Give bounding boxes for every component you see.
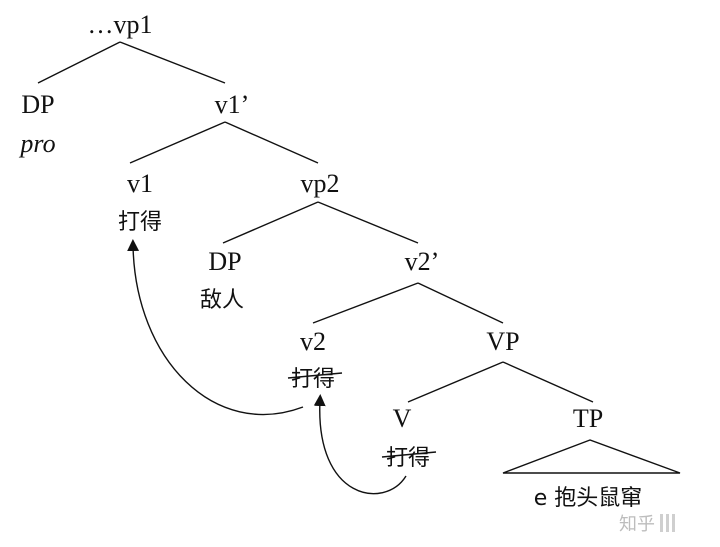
node-v2: v2 — [300, 327, 326, 356]
node-V: V — [393, 404, 412, 433]
node-v1: v1 — [127, 169, 153, 198]
node-pro: pro — [18, 129, 55, 158]
edge-vp2-dp — [222, 201, 319, 244]
edge-vp2-v2bar — [317, 201, 419, 244]
watermark-text: 知乎 — [619, 514, 655, 535]
tree-edges — [37, 41, 681, 474]
word-dp-object: 敌人 — [200, 288, 244, 313]
edge-v1bar-v1 — [129, 121, 226, 164]
strikethrough-V — [381, 451, 437, 458]
watermark: 知乎 — [619, 514, 675, 535]
strikethrough-v2 — [287, 372, 343, 379]
node-vp1: …vp1 — [88, 10, 153, 39]
watermark-bars-icon — [660, 514, 663, 532]
edge-v1bar-vp2 — [224, 121, 319, 164]
node-dp-spec: DP — [21, 90, 54, 119]
word-v2-trace: 打得 — [291, 367, 335, 392]
node-v2bar: v2’ — [405, 247, 440, 276]
edge-vp1-dp — [37, 41, 121, 84]
arrow-V-to-v2 — [313, 394, 407, 495]
edge-vp1-v1bar — [119, 41, 226, 84]
edge-v2bar-VP — [417, 282, 504, 324]
movement-arrows — [127, 239, 407, 495]
arrow-v2-to-v1 — [127, 239, 304, 416]
tp-triangle — [502, 439, 681, 474]
node-VP: VP — [486, 327, 519, 356]
edge-VP-V — [407, 361, 504, 403]
node-TP: TP — [573, 404, 603, 433]
tp-content: e 抱头鼠窜 — [534, 486, 643, 511]
edge-VP-TP — [502, 361, 594, 403]
edge-v2bar-v2 — [312, 282, 419, 324]
node-vp2: vp2 — [301, 169, 340, 198]
tree-nodes: …vp1 DP pro v1’ v1 打得 vp2 DP 敌人 v2’ v2 打… — [18, 10, 642, 511]
word-V-trace: 打得 — [386, 446, 430, 471]
node-v1bar: v1’ — [215, 90, 250, 119]
word-v1: 打得 — [118, 210, 162, 235]
node-dp-object: DP — [208, 247, 241, 276]
